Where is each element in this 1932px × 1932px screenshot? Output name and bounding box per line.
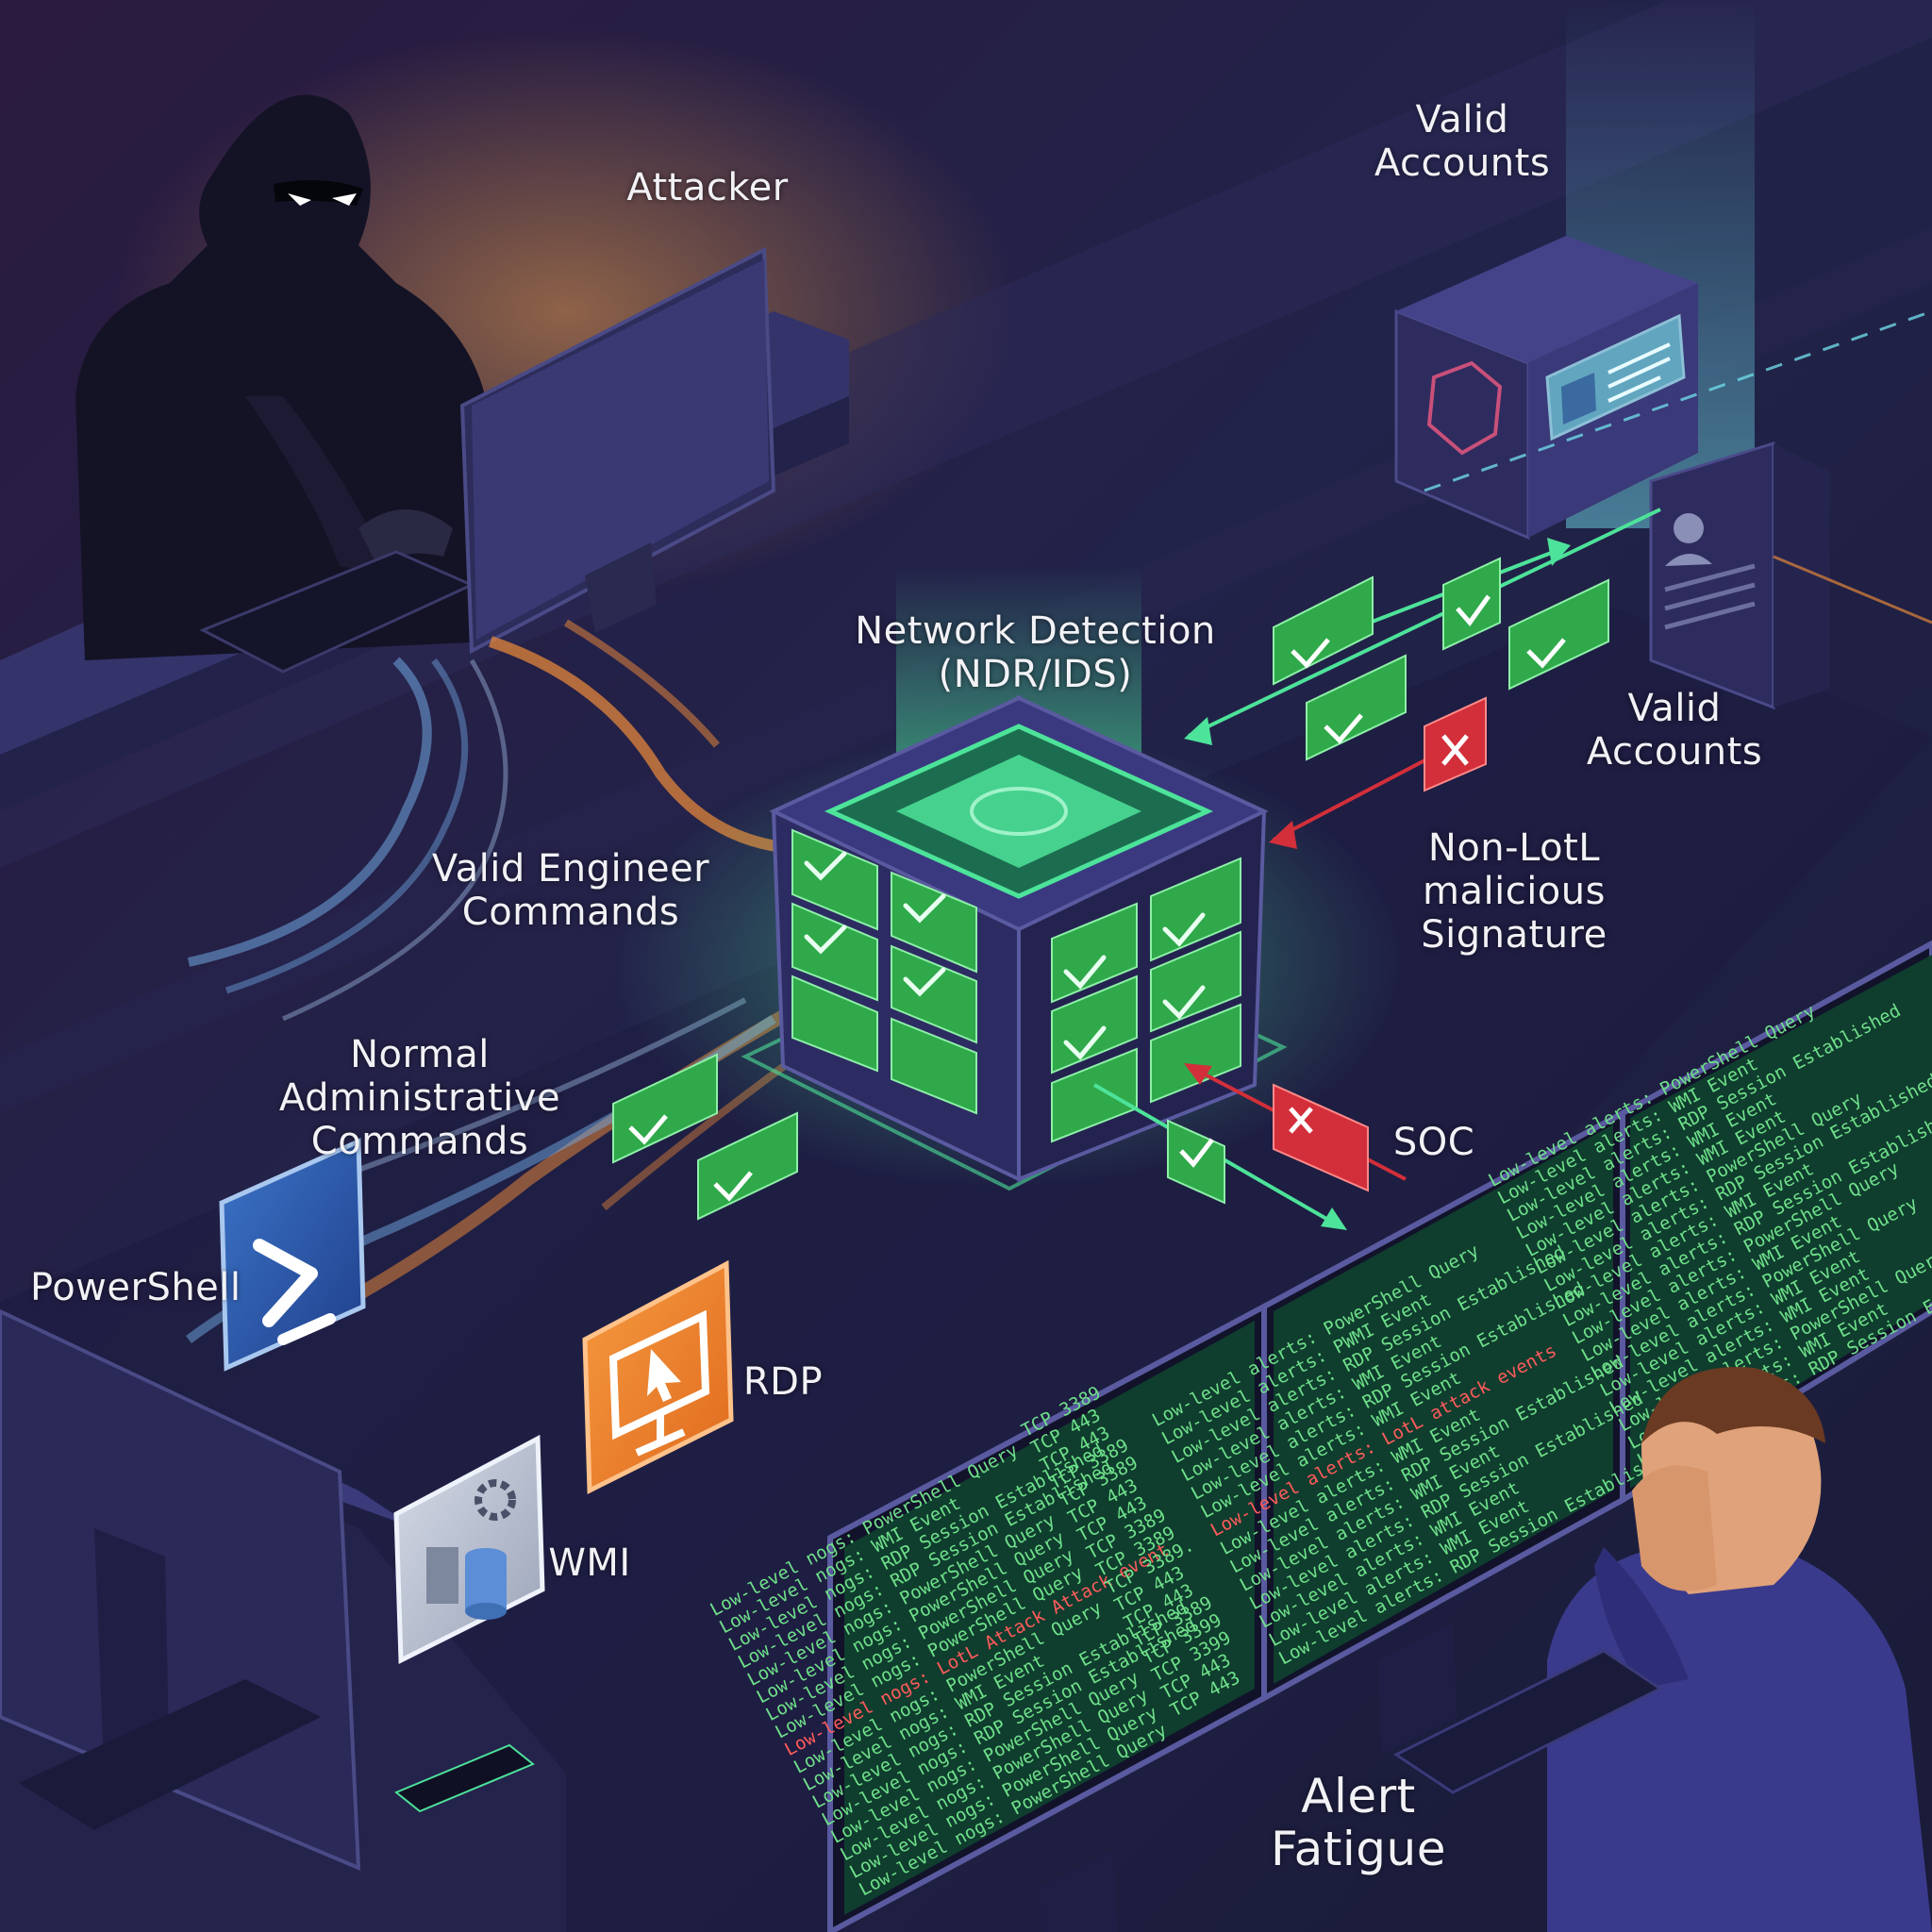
check-icon bbox=[1273, 575, 1374, 686]
label-alert-fatigue-line1: Alert bbox=[1301, 1769, 1416, 1824]
network-detection-cube bbox=[613, 566, 1406, 1191]
label-valid-accounts-right: Valid Accounts bbox=[1580, 687, 1769, 774]
label-normal-admin-line2: Commands bbox=[310, 1120, 529, 1163]
check-icon bbox=[804, 851, 1206, 1060]
check-icon bbox=[1508, 578, 1609, 691]
label-alert-fatigue-line2: Fatigue bbox=[1271, 1822, 1446, 1876]
check-icon bbox=[1442, 557, 1501, 651]
powershell-icon-tile bbox=[219, 1138, 366, 1372]
terminal-icon bbox=[253, 1239, 336, 1345]
label-valid-engineer-line1: Valid Engineer bbox=[431, 847, 710, 891]
check-icon bbox=[612, 1053, 718, 1164]
attacker-figure bbox=[75, 94, 491, 661]
log-list-left: Low-level nogs: PowerShell QueryLow-leve… bbox=[707, 1440, 1200, 1900]
label-valid-accounts-top-line1: Valid bbox=[1415, 98, 1509, 142]
label-attacker-text: Attacker bbox=[626, 166, 789, 209]
label-valid-accounts-top-line2: Accounts bbox=[1374, 142, 1551, 185]
x-icon bbox=[1273, 1083, 1369, 1192]
label-valid-engineer-line2: Commands bbox=[461, 891, 680, 934]
valid-accounts-cluster bbox=[1394, 0, 1932, 710]
label-powershell: PowerShell bbox=[30, 1266, 242, 1309]
check-tags bbox=[612, 557, 1609, 1221]
lower-left-desk bbox=[0, 1308, 566, 1932]
label-soc: SOC bbox=[1387, 1121, 1481, 1164]
label-network-detection-line1: Network Detection bbox=[855, 609, 1216, 653]
id-card-icon bbox=[1545, 313, 1686, 441]
label-non-lotl-line2: Signature bbox=[1421, 913, 1607, 957]
wmi-icon-tile bbox=[393, 1434, 545, 1664]
label-valid-engineer: Valid Engineer Commands bbox=[429, 847, 712, 934]
label-wmi-text: WMI bbox=[548, 1541, 631, 1585]
check-icon bbox=[1167, 1119, 1225, 1205]
shield-icon bbox=[1426, 360, 1503, 456]
id-card-icon bbox=[1664, 513, 1756, 630]
label-alert-fatigue: Alert Fatigue bbox=[1245, 1770, 1472, 1875]
label-normal-admin: Normal Administrative Commands bbox=[231, 1033, 608, 1163]
label-non-lotl-line1: Non-LotL malicious bbox=[1423, 826, 1606, 913]
label-non-lotl: Non-LotL malicious Signature bbox=[1340, 826, 1689, 957]
cube-left-check-panels bbox=[791, 828, 977, 1115]
label-valid-accounts-right-line1: Valid bbox=[1627, 687, 1722, 730]
label-wmi: WMI bbox=[542, 1541, 637, 1585]
soc-analyst-figure bbox=[1393, 1367, 1932, 1932]
label-network-detection-line2: (NDR/IDS) bbox=[938, 653, 1133, 696]
gear-database-icon bbox=[426, 1479, 516, 1620]
label-rdp: RDP bbox=[736, 1360, 830, 1404]
label-network-detection: Network Detection (NDR/IDS) bbox=[849, 609, 1222, 696]
check-icon bbox=[697, 1111, 798, 1221]
monitor-cursor-icon bbox=[608, 1309, 710, 1457]
soc-monitors bbox=[827, 940, 1932, 1932]
label-valid-accounts-right-line2: Accounts bbox=[1586, 730, 1763, 774]
x-icon bbox=[1424, 696, 1487, 792]
label-valid-accounts-top: Valid Accounts bbox=[1368, 98, 1557, 185]
rdp-icon-tile bbox=[582, 1259, 734, 1494]
label-soc-text: SOC bbox=[1392, 1121, 1475, 1164]
label-rdp-text: RDP bbox=[742, 1360, 824, 1404]
label-normal-admin-line1: Normal Administrative bbox=[278, 1033, 561, 1120]
check-icon bbox=[1306, 654, 1407, 761]
label-attacker: Attacker bbox=[604, 166, 811, 209]
label-powershell-text: PowerShell bbox=[30, 1266, 242, 1309]
